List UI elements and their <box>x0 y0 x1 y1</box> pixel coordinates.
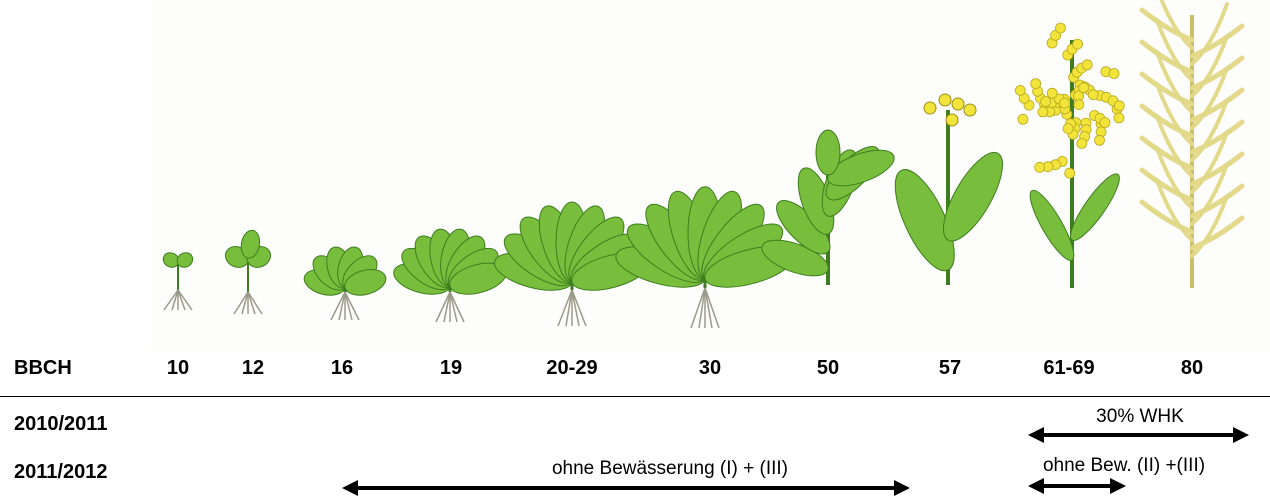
bbch-row-label: BBCH <box>14 357 72 380</box>
no-irrigation-caption: ohne Bewässerung (I) + (III) <box>552 458 788 480</box>
stage-label-19: 19 <box>440 357 462 380</box>
plant-stage-19 <box>390 227 509 322</box>
stage-label-61-69: 61-69 <box>1043 357 1094 380</box>
whk-30-caption: 30% WHK <box>1096 406 1184 428</box>
plant-stage-61-69 <box>1015 23 1126 288</box>
stage-label-30: 30 <box>699 357 721 380</box>
plant-stages-illustration <box>0 0 1270 350</box>
stage-label-20-29: 20-29 <box>546 357 597 380</box>
plant-stage-57 <box>883 94 1013 285</box>
stage-label-50: 50 <box>817 357 839 380</box>
stage-label-16: 16 <box>331 357 353 380</box>
no-irrigation-short-caption: ohne Bew. (II) +(III) <box>1043 455 1205 477</box>
arrow-no-irrigation-short <box>1028 478 1126 494</box>
plant-stage-12 <box>222 229 274 314</box>
header-divider <box>0 396 1270 397</box>
plant-stage-16 <box>301 244 388 320</box>
plant-stage-10 <box>161 250 196 310</box>
plant-stage-50 <box>757 130 898 285</box>
arrow-30-whk <box>1028 427 1249 443</box>
season-label-2010-2011: 2010/2011 <box>14 413 107 436</box>
stage-label-12: 12 <box>242 357 264 380</box>
stage-label-80: 80 <box>1181 357 1203 380</box>
plant-stage-80 <box>1142 0 1242 288</box>
stage-label-57: 57 <box>939 357 961 380</box>
stage-label-10: 10 <box>167 357 189 380</box>
arrow-no-irrigation <box>342 480 910 496</box>
season-label-2011-2012: 2011/2012 <box>14 461 107 484</box>
